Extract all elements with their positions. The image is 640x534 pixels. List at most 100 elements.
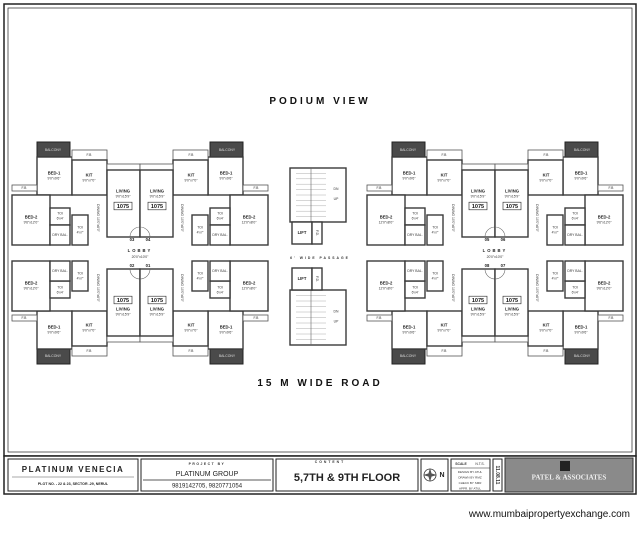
bed-2 (11, 260, 51, 312)
flat-number: 06 (501, 237, 506, 242)
living-label: 9'0"x15'9" (505, 194, 521, 198)
dry-balcony (404, 224, 426, 246)
kitchen-label: 9'0"x7'0" (185, 178, 199, 182)
kitchen-label: KIT (543, 173, 550, 178)
drawn-by-label: DRAWN BY RMZ (458, 475, 482, 479)
bed-2-label: 9'6"x12'0" (24, 286, 40, 290)
toilet-2 (546, 214, 564, 246)
toilet-label: 6'x4' (572, 216, 579, 220)
dry-balcony-label: DRY BAL. (567, 269, 582, 273)
lobby-size: 20'0"x10'0" (487, 255, 505, 259)
bed-1 (207, 310, 244, 350)
content-title: 5,7TH & 9TH FLOOR (294, 472, 400, 484)
unit-area: 1075 (151, 204, 163, 210)
fb-living (139, 163, 174, 171)
lobby-label: LOBBY (128, 248, 153, 253)
kitchen-label: 9'0"x7'0" (438, 178, 452, 182)
down-label: DN (334, 309, 339, 313)
fb-living (139, 335, 174, 343)
toilet-2 (546, 260, 564, 292)
toilet-label: 6'x4' (412, 216, 419, 220)
down-label: DN (334, 187, 339, 191)
fb-label: F.B (189, 349, 195, 353)
dry-balcony (564, 260, 586, 282)
unit-area: 1075 (472, 204, 484, 210)
living-label: 9'0"x15'9" (116, 312, 132, 316)
design-by-label: DESIGN BY ATUL (458, 470, 483, 474)
unit-area: 1075 (472, 298, 484, 304)
toilet-2 (191, 260, 209, 292)
units-layer: BALCONY BED-1 9'0"x9'6" F.B KIT 9'0"x7'0" LIVI… (11, 141, 624, 365)
bed-2-label: 9'6"x12'0" (597, 220, 613, 224)
bed-2 (229, 260, 269, 312)
toilet-label: 6'x4' (217, 216, 224, 220)
dining-label: DINING 10'0"x8'0" (535, 274, 539, 302)
living-label: LIVING (471, 189, 485, 194)
dry-balcony-label: DRY BAL. (567, 233, 582, 237)
fb-label: F.B (87, 349, 93, 353)
balcony-label: BALCONY (219, 354, 236, 358)
dining-label: DINING 10'0"x8'0" (451, 204, 455, 232)
fb-label: F.B (189, 153, 195, 157)
toilet-label: 4'x7' (77, 276, 84, 280)
unit-area: 1075 (117, 204, 129, 210)
kitchen (71, 310, 108, 347)
unit-area: 1075 (506, 204, 518, 210)
unit-02: BALCONYBED-19'0"x9'6"F.BKIT9'0"x7'0"LIVI… (11, 260, 141, 365)
area-box (502, 295, 522, 305)
bed-2-label: BED-2 (243, 281, 256, 286)
living (106, 169, 141, 238)
unit-area: 1075 (117, 298, 129, 304)
flat-number: 07 (501, 263, 506, 268)
toilet-label: 4'x7' (197, 230, 204, 234)
kitchen-label: 9'0"x7'0" (185, 328, 199, 332)
toilet-label: 6'x4' (57, 216, 64, 220)
fb-label: F.B (254, 316, 260, 320)
door-swing (129, 226, 141, 238)
bed-1-label: 9'0"x9'6" (48, 176, 62, 180)
dry-balcony-label: DRY BAL. (212, 233, 227, 237)
fb-left (366, 314, 393, 322)
kitchen (426, 159, 463, 196)
bed-1-label: BED-1 (403, 325, 416, 330)
dry-balcony-label: DRY BAL. (407, 269, 422, 273)
drawing-date: 11.08.11 (494, 466, 500, 485)
fb-label: F.B (544, 153, 550, 157)
phone-numbers: 9819142705, 9820771054 (172, 484, 243, 490)
bed-2-label: 9'6"x12'0" (597, 286, 613, 290)
living-label: 9'0"x15'9" (150, 312, 166, 316)
fb-label: F.B (22, 186, 28, 190)
area-box (147, 201, 167, 211)
kitchen-label: 9'0"x7'0" (83, 178, 97, 182)
living-label: LIVING (116, 189, 130, 194)
up-label: UP (334, 197, 339, 201)
fb-label: F.B (442, 349, 448, 353)
toilet-label: TOI (217, 211, 223, 215)
toilet-label: 4'x7' (197, 276, 204, 280)
fb-living (106, 335, 141, 343)
unit-04: BALCONYBED-19'0"x9'6"F.BKIT9'0"x7'0"LIVI… (139, 141, 269, 246)
flat-number: 03 (130, 237, 135, 242)
title-cell (450, 458, 491, 492)
podium-view-label: PODIUM VIEW (269, 96, 370, 107)
toilet-label: TOI (217, 285, 223, 289)
passage-label: 6' WIDE PASSAGE (290, 256, 350, 260)
area-box (113, 295, 133, 305)
door-swing (129, 268, 141, 280)
fb-living (106, 163, 141, 171)
logo-mark (560, 461, 570, 471)
bed-1-label: 9'0"x9'6" (575, 176, 589, 180)
balcony-label: BALCONY (45, 148, 62, 152)
north-label: N (439, 472, 444, 479)
kitchen (527, 159, 564, 196)
living-label: LIVING (505, 189, 519, 194)
toilet-label: TOI (552, 271, 558, 275)
toilet-2 (426, 260, 444, 292)
toilet-label: TOI (197, 225, 203, 229)
road-label: 15 M WIDE ROAD (257, 378, 382, 389)
living-label: LIVING (505, 307, 519, 312)
bed-2-label: BED-2 (25, 281, 38, 286)
dry-balcony-label: DRY BAL. (52, 233, 67, 237)
fb-label: F.B (544, 349, 550, 353)
